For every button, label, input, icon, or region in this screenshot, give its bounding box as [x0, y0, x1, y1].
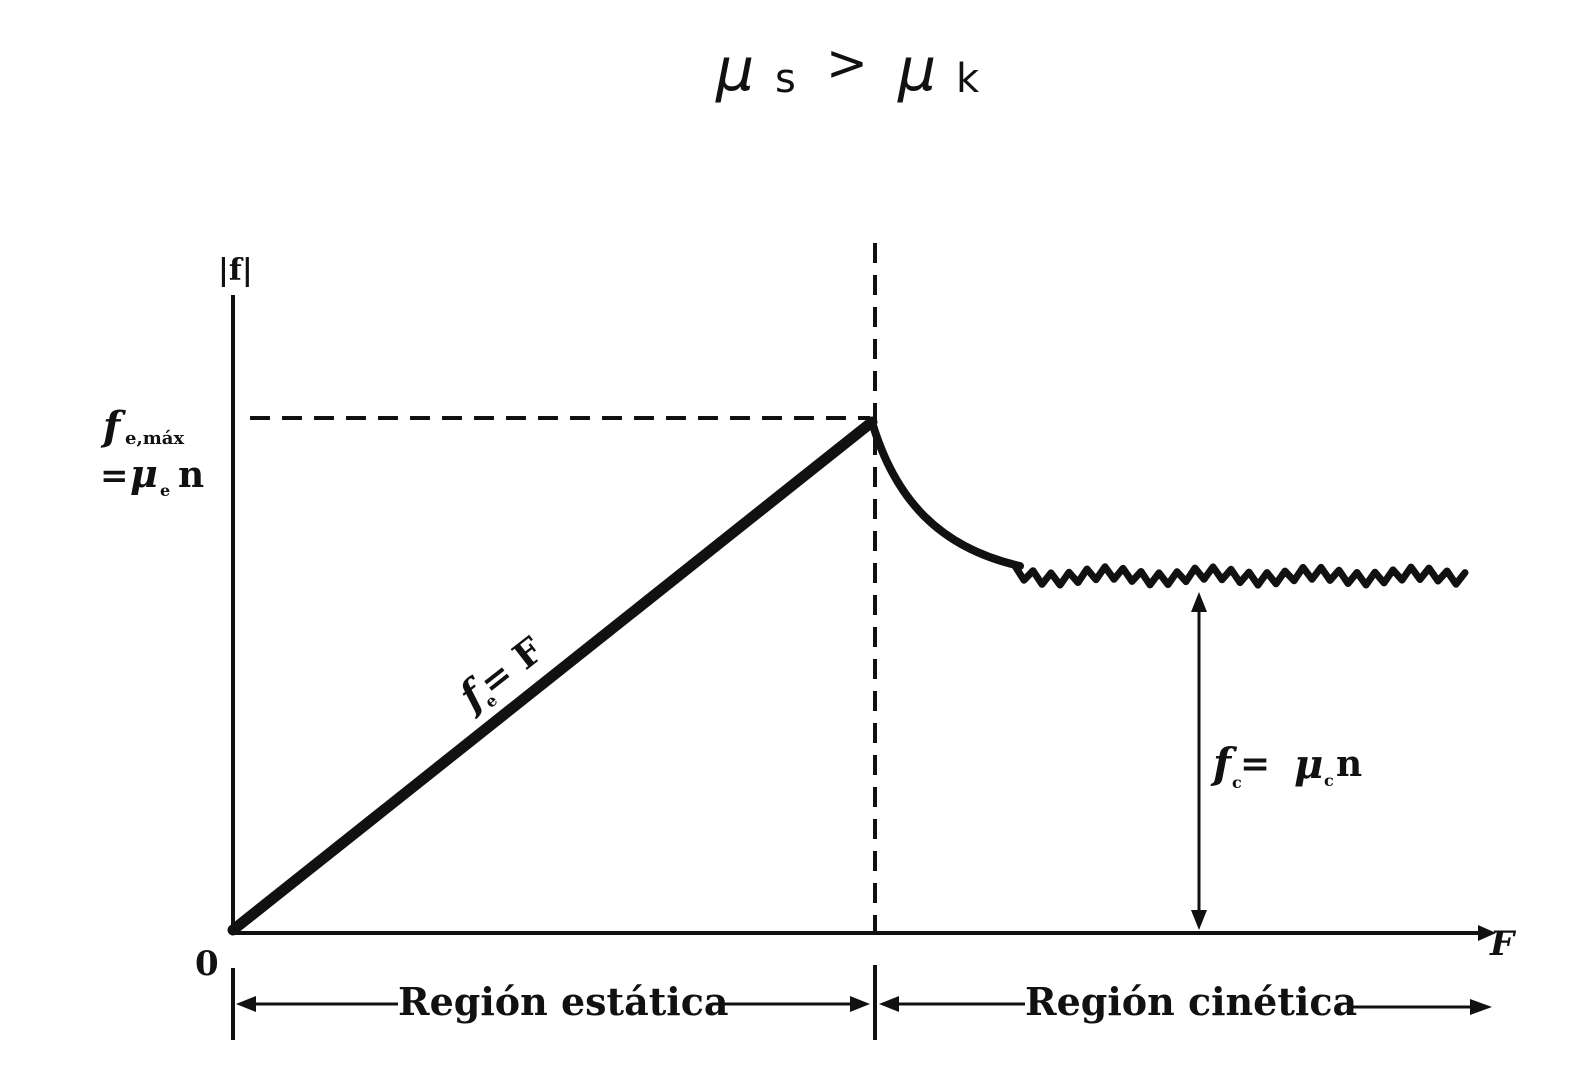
- title-mu-k: μ: [897, 35, 936, 105]
- fmax-eq: =: [100, 456, 129, 496]
- static-equation-label: f e = F: [448, 629, 552, 722]
- kinetic-eq-n: n: [1336, 743, 1362, 785]
- kinetic-friction-line: [1011, 562, 1469, 589]
- kinetic-eq-mid: =: [1240, 743, 1270, 785]
- origin-label: 0: [195, 944, 219, 984]
- kinetic-drop-curve: [868, 418, 1024, 570]
- kinetic-force-arrow: [1191, 592, 1207, 930]
- kinetic-eq-sub2: c: [1324, 771, 1334, 790]
- region-brackets: [231, 965, 1492, 1040]
- static-right-arrowhead: [850, 996, 870, 1012]
- axes: [231, 295, 1496, 941]
- fmax-mu-sub: e: [160, 481, 170, 500]
- kinetic-left-arrowhead: [879, 996, 899, 1012]
- fmax-label: f e,máx = μ e n: [100, 403, 204, 500]
- fmax-sub: e,máx: [125, 428, 184, 449]
- fmax-f: f: [100, 403, 126, 450]
- title-sub-k: k: [956, 56, 980, 102]
- x-axis-arrowhead: [1478, 925, 1496, 941]
- title-relation: >: [826, 34, 868, 92]
- fmax-n: n: [178, 454, 204, 496]
- kinetic-eq-sub: c: [1232, 773, 1242, 792]
- kinetic-equation-label: f c = μ c n: [1210, 739, 1362, 792]
- title: μ s > μ k: [715, 34, 980, 105]
- title-sub-s: s: [775, 56, 796, 102]
- x-axis-label: F: [1489, 924, 1517, 964]
- static-friction-line: [227, 416, 878, 936]
- kinetic-right-arrowhead: [1470, 999, 1492, 1015]
- kinetic-eq-mu: μ: [1294, 741, 1323, 788]
- y-axis-label: |f|: [218, 253, 253, 288]
- kinetic-region-label: Región cinética: [1025, 979, 1357, 1024]
- fmax-mu: μ: [130, 451, 158, 496]
- static-left-arrowhead: [236, 996, 256, 1012]
- static-region-label: Región estática: [398, 979, 728, 1024]
- title-mu-s: μ: [715, 35, 754, 105]
